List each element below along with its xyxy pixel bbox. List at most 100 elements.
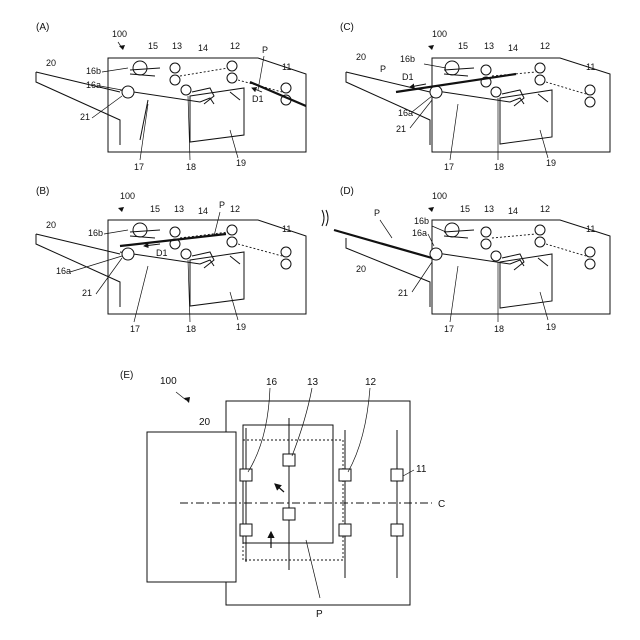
part-19-corner bbox=[230, 92, 240, 100]
roller-13-top bbox=[170, 63, 180, 73]
roller-12-a bbox=[339, 469, 351, 481]
leader-p bbox=[258, 56, 264, 90]
leaders-a bbox=[92, 68, 238, 160]
part-19 bbox=[500, 90, 552, 144]
tray-20 bbox=[36, 72, 120, 145]
roller-12-top bbox=[535, 225, 545, 235]
roller-16-a bbox=[240, 469, 252, 481]
panel-label: (C) bbox=[340, 22, 354, 33]
ref-16a: 16a bbox=[56, 266, 71, 276]
ref-20: 20 bbox=[356, 52, 366, 62]
roller-11-top bbox=[585, 85, 595, 95]
roller-15 bbox=[133, 223, 147, 237]
roller-11-bot bbox=[281, 259, 291, 269]
ref-13: 13 bbox=[484, 204, 494, 214]
ref-21: 21 bbox=[80, 112, 90, 122]
panel-label: (B) bbox=[36, 186, 49, 197]
panel-label: (A) bbox=[36, 22, 49, 33]
ref-d1: D1 bbox=[252, 94, 264, 104]
roller-14 bbox=[491, 251, 501, 261]
part-18 bbox=[192, 252, 214, 268]
guide-16a bbox=[430, 252, 524, 266]
roller-15 bbox=[445, 61, 459, 75]
ref-14: 14 bbox=[198, 206, 208, 216]
ref-16a: 16a bbox=[412, 228, 427, 238]
roller-11-top bbox=[281, 83, 291, 93]
roller-16-b bbox=[240, 524, 252, 536]
leader-11 bbox=[403, 470, 414, 476]
ref-100: 100 bbox=[120, 191, 135, 201]
roller-14 bbox=[491, 87, 501, 97]
housing bbox=[432, 58, 610, 152]
arrow-diagonal bbox=[275, 484, 284, 492]
roller-12-top bbox=[227, 225, 237, 235]
ref-14: 14 bbox=[508, 43, 518, 53]
part-19-corner bbox=[230, 256, 240, 264]
ref-20: 20 bbox=[356, 264, 366, 274]
ref-16b: 16b bbox=[414, 216, 429, 226]
roller-15 bbox=[445, 223, 459, 237]
ref-p: P bbox=[380, 64, 386, 74]
housing-outline bbox=[226, 401, 410, 605]
ref-16a: 16a bbox=[86, 80, 101, 90]
panel-c: (C) 100 20 16b 15 13 14 12 P D1 11 16a 2… bbox=[340, 22, 610, 172]
housing bbox=[432, 220, 610, 314]
break-mark bbox=[322, 210, 328, 226]
panel-e: (E) 100 16 13 bbox=[120, 370, 445, 620]
ref-13: 13 bbox=[307, 377, 319, 388]
ref-c: C bbox=[438, 499, 445, 510]
leaders-d bbox=[380, 220, 548, 322]
ref-12: 12 bbox=[540, 204, 550, 214]
ref-15: 15 bbox=[458, 41, 468, 51]
part-19 bbox=[500, 254, 552, 308]
leader-100 bbox=[176, 392, 186, 400]
roller-12-bot bbox=[535, 75, 545, 85]
tray-20 bbox=[36, 234, 120, 307]
ref-18: 18 bbox=[494, 162, 504, 172]
ref-20: 20 bbox=[46, 58, 56, 68]
ref-11: 11 bbox=[586, 62, 595, 72]
ref-17: 17 bbox=[444, 324, 454, 334]
part-18 bbox=[502, 90, 524, 106]
ref-p: P bbox=[219, 200, 225, 210]
ref-d1: D1 bbox=[402, 72, 414, 82]
roller-13-bot bbox=[481, 239, 491, 249]
ref-21: 21 bbox=[82, 288, 92, 298]
panel-a: (A) 100 15 13 14 12 bbox=[36, 22, 306, 172]
roller-21 bbox=[122, 86, 134, 98]
ref-100: 100 bbox=[112, 29, 127, 39]
ref-11: 11 bbox=[416, 464, 427, 475]
part-19-corner bbox=[538, 258, 548, 266]
ref-16a: 16a bbox=[398, 108, 413, 118]
ref-17: 17 bbox=[130, 324, 140, 334]
roller-13-b bbox=[283, 508, 295, 520]
tray-20 bbox=[346, 72, 430, 145]
ref-p: P bbox=[374, 208, 380, 218]
tray-20 bbox=[147, 432, 236, 582]
ref-17: 17 bbox=[444, 162, 454, 172]
ref-19: 19 bbox=[546, 322, 556, 332]
ref-20: 20 bbox=[199, 417, 211, 428]
ref-18: 18 bbox=[186, 324, 196, 334]
ref-13: 13 bbox=[174, 204, 184, 214]
ref-14: 14 bbox=[508, 206, 518, 216]
ref-100: 100 bbox=[432, 191, 447, 201]
ref-21: 21 bbox=[398, 288, 408, 298]
roller-12-top bbox=[227, 61, 237, 71]
arrow-100 bbox=[184, 397, 190, 403]
arrow-100 bbox=[428, 207, 434, 212]
panel-label: (E) bbox=[120, 370, 133, 381]
ref-20: 20 bbox=[46, 220, 56, 230]
roller-11-a bbox=[391, 469, 403, 481]
roller-21 bbox=[122, 248, 134, 260]
ref-15: 15 bbox=[460, 204, 470, 214]
paper-p bbox=[243, 425, 333, 543]
arrow-d1 bbox=[252, 88, 262, 92]
ref-11: 11 bbox=[282, 224, 291, 234]
ref-11: 11 bbox=[282, 62, 291, 72]
ref-p: P bbox=[316, 609, 323, 620]
ref-13: 13 bbox=[172, 41, 182, 51]
ref-21: 21 bbox=[396, 124, 406, 134]
roller-15 bbox=[133, 61, 147, 75]
